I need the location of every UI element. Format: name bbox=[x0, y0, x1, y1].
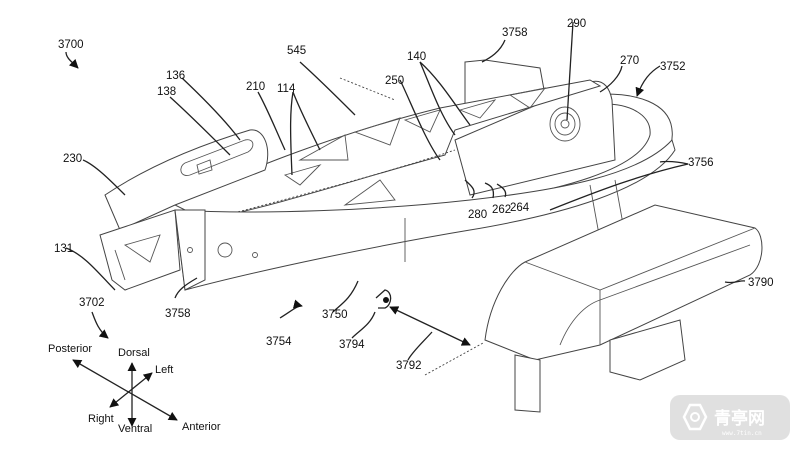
watermark-text: 青亭网 bbox=[714, 408, 765, 429]
slot-136 bbox=[180, 139, 254, 176]
sensor-dot bbox=[383, 297, 389, 303]
orientation-key: Posterior Dorsal Left Right Ventral Ante… bbox=[48, 343, 221, 435]
front-cage bbox=[99, 209, 181, 291]
distance-arrow-3792 bbox=[389, 306, 471, 346]
right-label: Right bbox=[88, 413, 114, 425]
latch-138 bbox=[196, 159, 213, 175]
device-3790 bbox=[484, 204, 763, 413]
label-290: 290 bbox=[567, 18, 586, 30]
label-3754: 3754 bbox=[266, 336, 292, 348]
leader-lines bbox=[65, 21, 746, 361]
cage-strut bbox=[114, 249, 126, 281]
label-264: 264 bbox=[510, 202, 530, 214]
label-230: 230 bbox=[63, 153, 82, 165]
label-3700: 3700 bbox=[58, 39, 84, 51]
reference-line bbox=[424, 342, 484, 376]
watermark-subtext: www.7tin.cn bbox=[722, 430, 762, 437]
left-label: Left bbox=[155, 364, 173, 376]
label-3758-bottom: 3758 bbox=[165, 308, 191, 320]
front-band-3750 bbox=[174, 139, 676, 291]
watermark-logo-icon bbox=[682, 403, 708, 431]
dorsal-label: Dorsal bbox=[118, 347, 150, 359]
label-140: 140 bbox=[407, 51, 426, 63]
label-3794: 3794 bbox=[339, 339, 365, 351]
label-3702: 3702 bbox=[79, 297, 105, 309]
reference-labels: 3700 545 136 138 210 114 230 140 250 375… bbox=[54, 18, 774, 372]
label-3756: 3756 bbox=[688, 157, 714, 169]
front-arm bbox=[104, 129, 269, 231]
adjustment-knob-290 bbox=[549, 106, 581, 142]
watermark-logo-inner bbox=[690, 412, 700, 422]
label-131: 131 bbox=[54, 243, 73, 255]
label-136: 136 bbox=[166, 70, 185, 82]
label-3790: 3790 bbox=[748, 277, 774, 289]
label-3750: 3750 bbox=[322, 309, 348, 321]
label-138: 138 bbox=[157, 86, 176, 98]
pivot-hole bbox=[217, 242, 233, 258]
label-270: 270 bbox=[620, 55, 639, 67]
label-3752: 3752 bbox=[660, 61, 686, 73]
cage-cutout bbox=[123, 234, 161, 263]
ventral-label: Ventral bbox=[118, 423, 152, 435]
label-3758-top: 3758 bbox=[502, 27, 528, 39]
label-210: 210 bbox=[246, 81, 265, 93]
truss-cutouts bbox=[283, 87, 547, 206]
sensor-3794 bbox=[375, 289, 392, 309]
label-114: 114 bbox=[277, 83, 296, 95]
left-right-axis bbox=[109, 372, 153, 408]
headset-drawing bbox=[99, 59, 763, 413]
front-block-3758 bbox=[174, 209, 206, 291]
posterior-label: Posterior bbox=[48, 343, 92, 355]
screw-hole bbox=[252, 252, 258, 258]
hinge-row bbox=[214, 149, 456, 219]
label-545: 545 bbox=[287, 45, 306, 57]
label-250: 250 bbox=[385, 75, 404, 87]
label-262: 262 bbox=[492, 204, 511, 216]
label-3792: 3792 bbox=[396, 360, 422, 372]
label-280: 280 bbox=[468, 209, 487, 221]
anterior-label: Anterior bbox=[182, 421, 221, 433]
screw-hole bbox=[187, 247, 193, 253]
reference-line-545 bbox=[339, 77, 396, 101]
watermark: 青亭网 www.7tin.cn bbox=[670, 395, 790, 440]
